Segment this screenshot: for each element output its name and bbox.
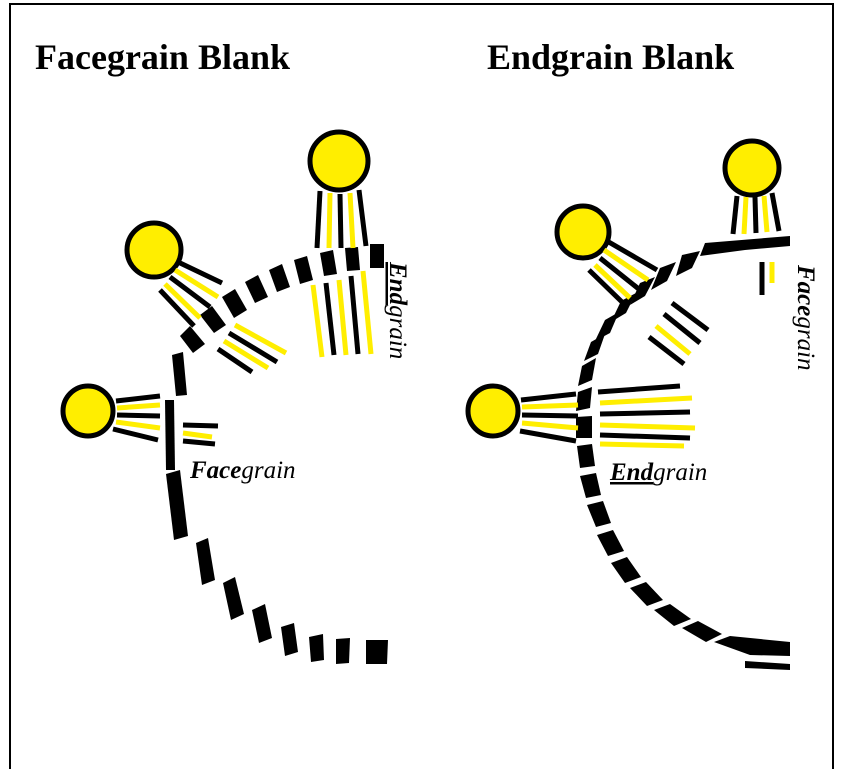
light-top-left bbox=[307, 129, 374, 358]
facegrain-blank-title: Facegrain Blank bbox=[35, 37, 291, 77]
facegrain-label: Facegrain bbox=[792, 264, 819, 371]
light-left-left bbox=[60, 383, 219, 447]
light-left-right bbox=[465, 383, 696, 449]
facegrain-panel: Facegrain Endgrain bbox=[60, 129, 411, 664]
endgrain-label: Endgrain bbox=[384, 261, 411, 359]
light-bulb-icon bbox=[60, 383, 116, 439]
facegrain-bowl-arc bbox=[165, 244, 388, 664]
facegrain-label: Facegrain bbox=[189, 457, 296, 484]
light-top-right bbox=[722, 138, 782, 295]
light-bulb-icon bbox=[124, 220, 184, 280]
light-bulb-icon bbox=[554, 203, 612, 261]
diagram-frame bbox=[9, 3, 834, 769]
endgrain-blank-title: Endgrain Blank bbox=[487, 37, 735, 77]
light-middle-right bbox=[554, 203, 710, 366]
light-bulb-icon bbox=[465, 383, 521, 439]
light-bulb-icon bbox=[307, 129, 371, 193]
light-bulb-icon bbox=[722, 138, 782, 198]
endgrain-panel: Endgrain Facegrain bbox=[465, 138, 819, 670]
endgrain-bowl-arc bbox=[576, 236, 790, 670]
light-middle-left bbox=[124, 220, 288, 375]
endgrain-label: Endgrain bbox=[609, 459, 707, 486]
